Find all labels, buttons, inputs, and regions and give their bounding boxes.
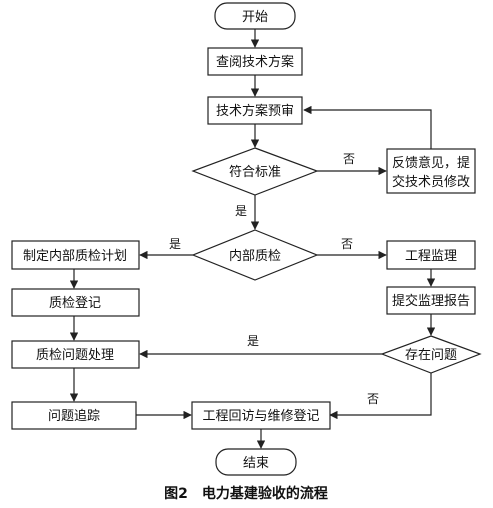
node-submit-report-label: 提交监理报告 — [392, 293, 470, 309]
node-qc-register: 质检登记 — [11, 288, 140, 317]
node-end-label: 结束 — [243, 456, 269, 471]
figure-caption: 图2 电力基建验收的流程 — [164, 485, 328, 502]
edge-label-issue-yes: 是 — [247, 334, 259, 348]
node-feedback: 反馈意见，提 交技术员修改 — [386, 148, 476, 194]
node-feedback-line1: 反馈意见，提 — [392, 155, 470, 171]
edge-label-issue-no: 否 — [367, 392, 379, 406]
decision-conform-label: 符合标准 — [229, 164, 281, 180]
node-feedback-line2: 交技术员修改 — [392, 174, 470, 190]
node-start-label: 开始 — [242, 10, 268, 25]
node-supervision-label: 工程监理 — [405, 249, 457, 264]
edge-label-qc-yes: 是 — [169, 237, 181, 251]
node-end: 结束 — [215, 448, 297, 476]
decision-internal-qc-label: 内部质检 — [229, 248, 281, 264]
node-supervision: 工程监理 — [386, 240, 476, 270]
decision-internal-qc: 内部质检 — [191, 229, 319, 281]
node-submit-report: 提交监理报告 — [386, 286, 476, 315]
node-qc-handling: 质检问题处理 — [11, 340, 140, 369]
node-pre-review: 技术方案预审 — [207, 96, 303, 125]
node-revisit: 工程回访与维修登记 — [191, 401, 331, 430]
node-review-plan: 查阅技术方案 — [207, 47, 303, 76]
node-pre-review-label: 技术方案预审 — [216, 103, 294, 119]
node-qc-register-label: 质检登记 — [49, 296, 101, 311]
node-review-plan-label: 查阅技术方案 — [216, 54, 294, 70]
node-qc-handling-label: 质检问题处理 — [36, 348, 114, 363]
edge-label-qc-no: 否 — [341, 237, 353, 251]
node-issue-tracking: 问题追踪 — [11, 401, 137, 430]
node-revisit-label: 工程回访与维修登记 — [202, 409, 319, 424]
decision-conform: 符合标准 — [191, 147, 319, 196]
edges — [69, 29, 436, 449]
node-make-plan-label: 制定内部质检计划 — [23, 248, 127, 264]
decision-has-issue: 存在问题 — [380, 335, 482, 374]
edge-hasissue-to-revisit — [329, 373, 432, 420]
node-issue-tracking-label: 问题追踪 — [48, 408, 100, 424]
edge-feedback-to-prereview — [303, 105, 432, 149]
node-start: 开始 — [214, 2, 296, 30]
node-make-plan: 制定内部质检计划 — [11, 240, 140, 270]
edge-label-conform-yes: 是 — [235, 204, 247, 218]
edge-label-conform-no: 否 — [343, 152, 355, 166]
decision-has-issue-label: 存在问题 — [405, 348, 457, 363]
